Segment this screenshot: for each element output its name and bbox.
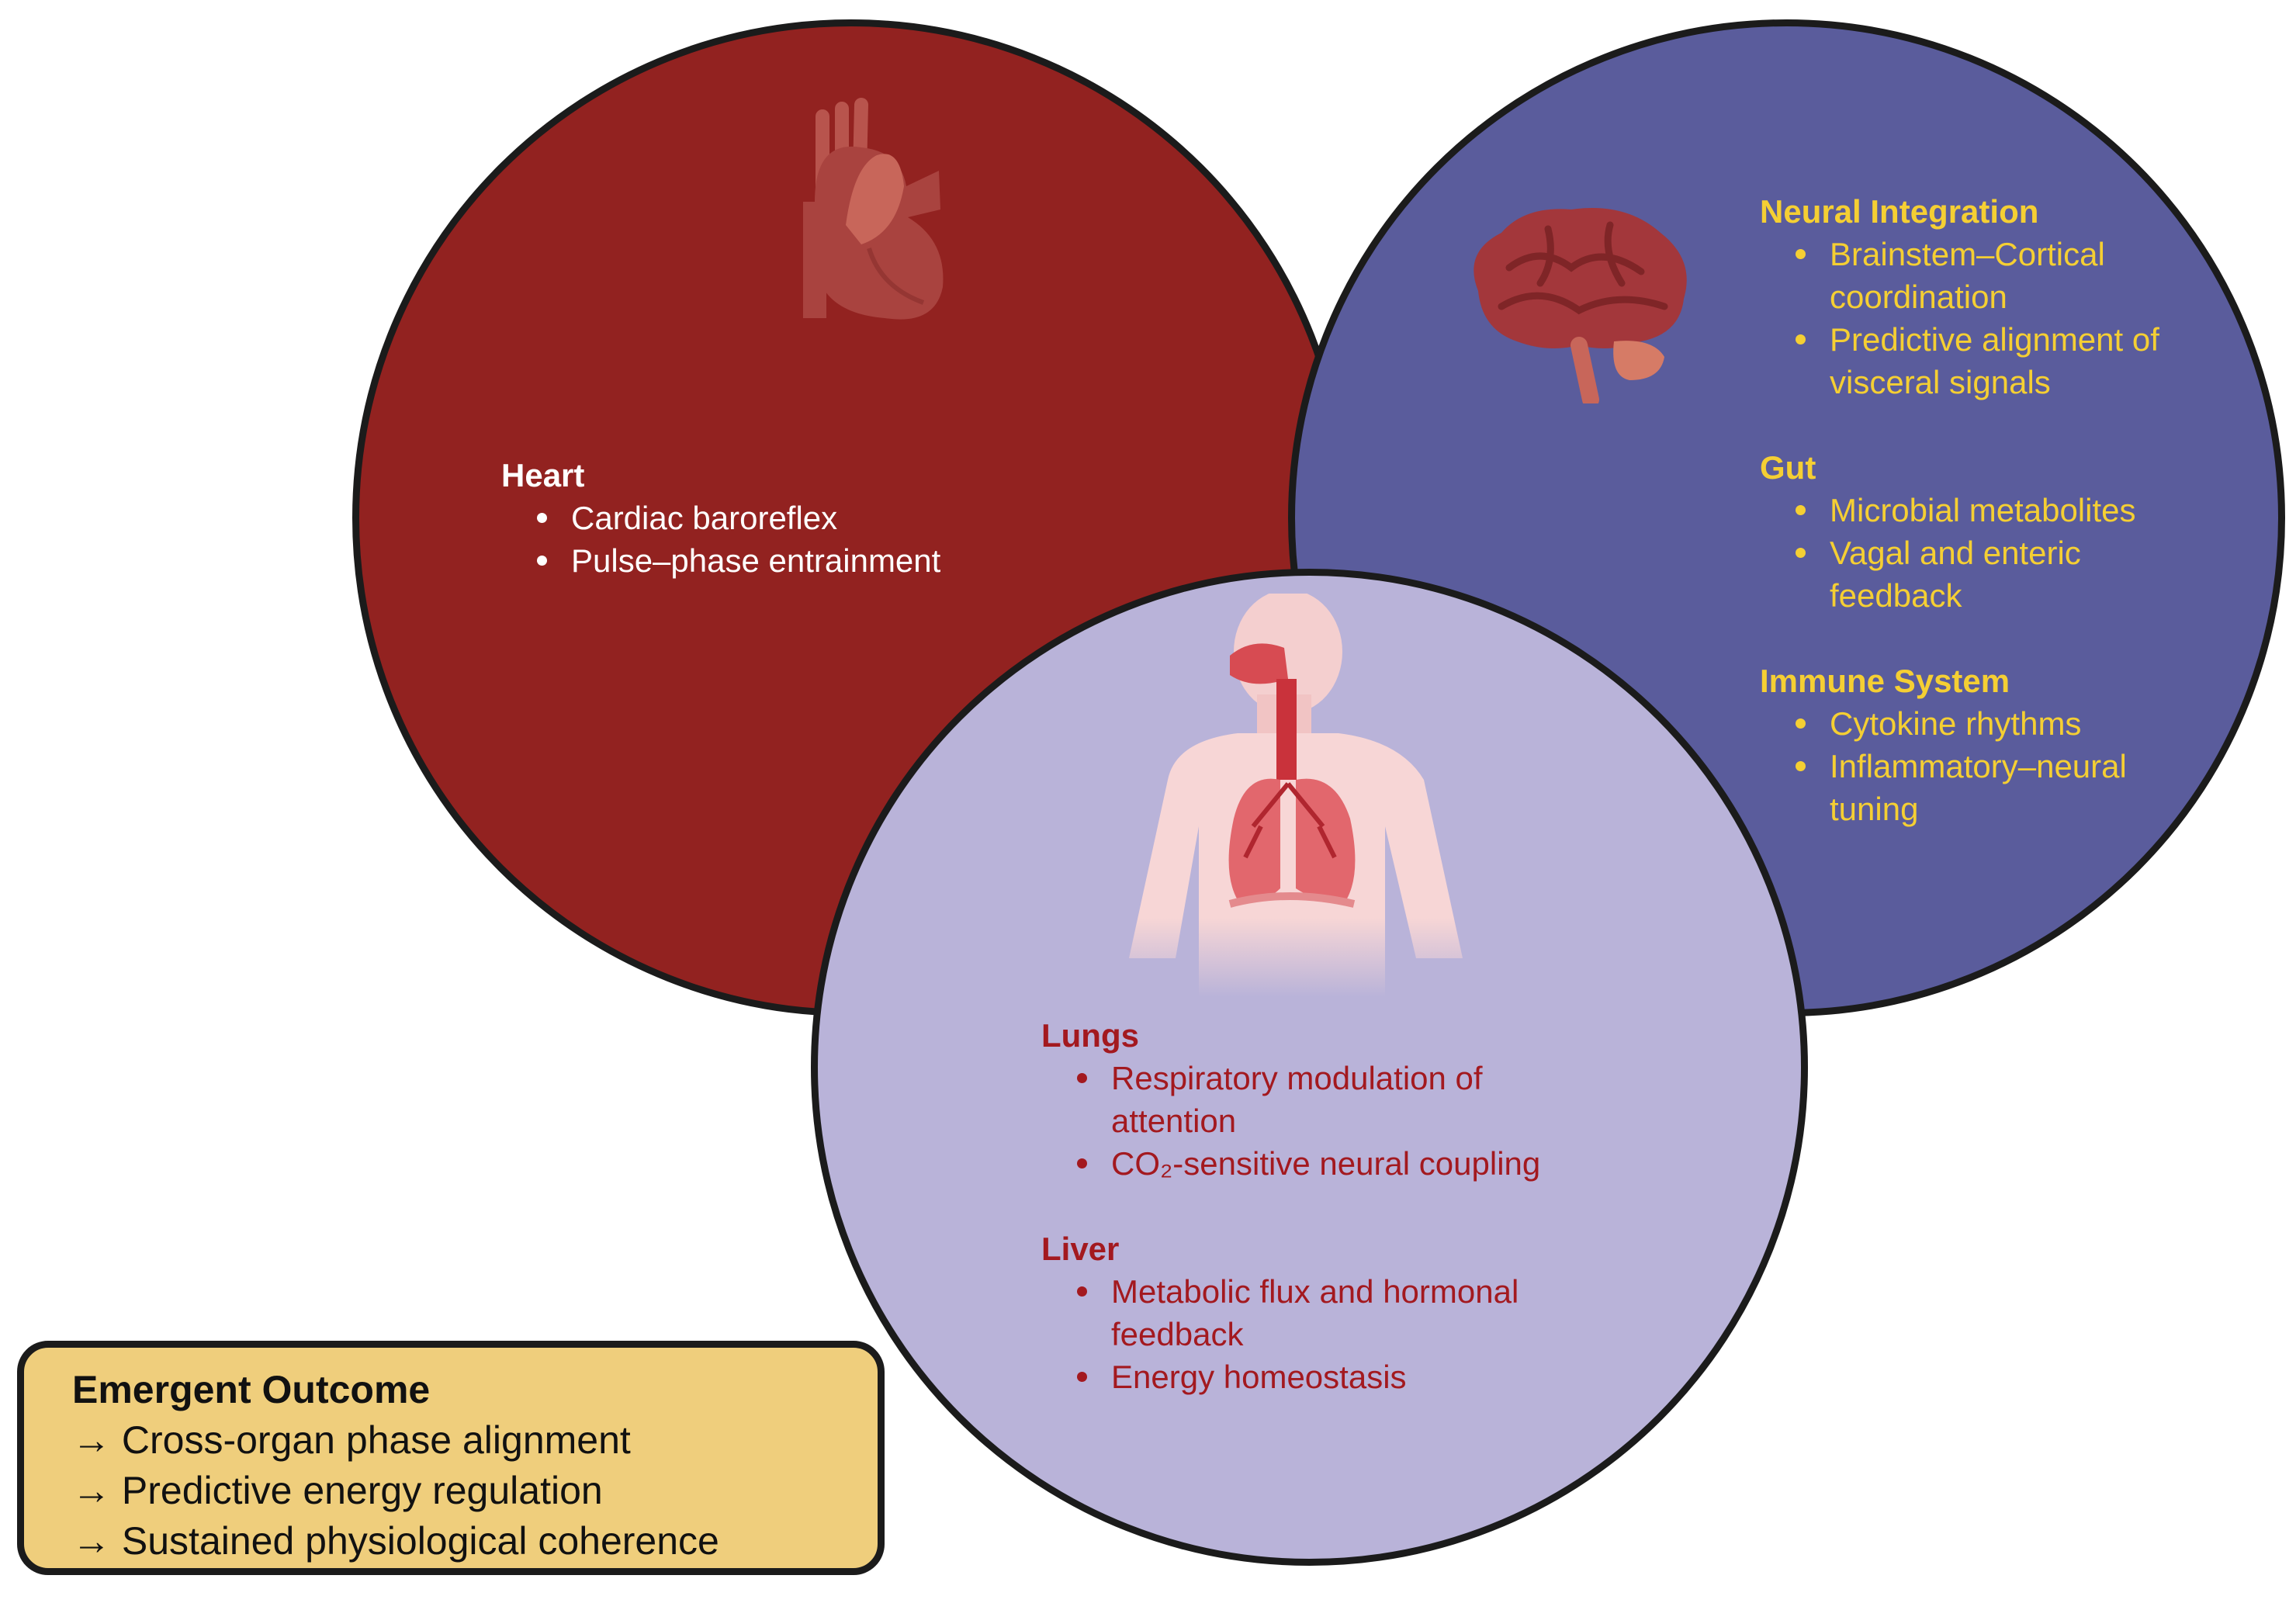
section-title-neural-integration: Neural Integration — [1760, 193, 2039, 230]
list-item: Inflammatory–neural tuning — [1760, 745, 2194, 830]
neural-integration-list: Brainstem–Cortical coordination Predicti… — [1760, 233, 2194, 403]
brain-icon — [1474, 208, 1687, 403]
lungs-text-block: Lungs Respiratory modulation of attentio… — [1041, 1014, 1600, 1398]
list-item: Cardiac baroreflex — [501, 497, 940, 539]
heart-text-block: Heart Cardiac baroreflex Pulse–phase ent… — [501, 454, 940, 582]
list-item: Predictive alignment of visceral signals — [1760, 318, 2194, 403]
section-title-gut: Gut — [1760, 449, 1816, 486]
neural-text-block: Neural Integration Brainstem–Cortical co… — [1760, 190, 2194, 830]
list-item: Vagal and enteric feedback — [1760, 531, 2194, 617]
immune-list: Cytokine rhythms Inflammatory–neural tun… — [1760, 702, 2194, 830]
heart-list: Cardiac baroreflex Pulse–phase entrainme… — [501, 497, 940, 582]
outcome-line: → Cross-organ phase alignment — [72, 1418, 631, 1462]
list-item: Respiratory modulation of attention — [1041, 1057, 1600, 1142]
list-item: Pulse–phase entrainment — [501, 539, 940, 582]
lungs-list: Respiratory modulation of attention CO₂-… — [1041, 1057, 1600, 1185]
gut-list: Microbial metabolites Vagal and enteric … — [1760, 489, 2194, 617]
emergent-outcome-box: Emergent Outcome → Cross-organ phase ali… — [17, 1341, 885, 1575]
list-item: Microbial metabolites — [1760, 489, 2194, 531]
outcome-title: Emergent Outcome — [72, 1368, 431, 1411]
section-title-immune-system: Immune System — [1760, 663, 2010, 699]
heart-icon — [803, 98, 944, 320]
section-title-lungs: Lungs — [1041, 1017, 1139, 1054]
list-item: Energy homeostasis — [1041, 1355, 1600, 1398]
list-item: Brainstem–Cortical coordination — [1760, 233, 2194, 318]
outcome-line: → Sustained physiological coherence — [72, 1519, 719, 1563]
list-item: Cytokine rhythms — [1760, 702, 2194, 745]
heart-title: Heart — [501, 457, 585, 493]
list-item: Metabolic flux and hormonal feedback — [1041, 1270, 1600, 1355]
section-title-liver: Liver — [1041, 1231, 1120, 1267]
respiratory-system-icon — [1129, 594, 1463, 997]
outcome-line: → Predictive energy regulation — [72, 1469, 603, 1512]
list-item: CO₂-sensitive neural coupling — [1041, 1142, 1600, 1185]
liver-list: Metabolic flux and hormonal feedback Ene… — [1041, 1270, 1600, 1398]
